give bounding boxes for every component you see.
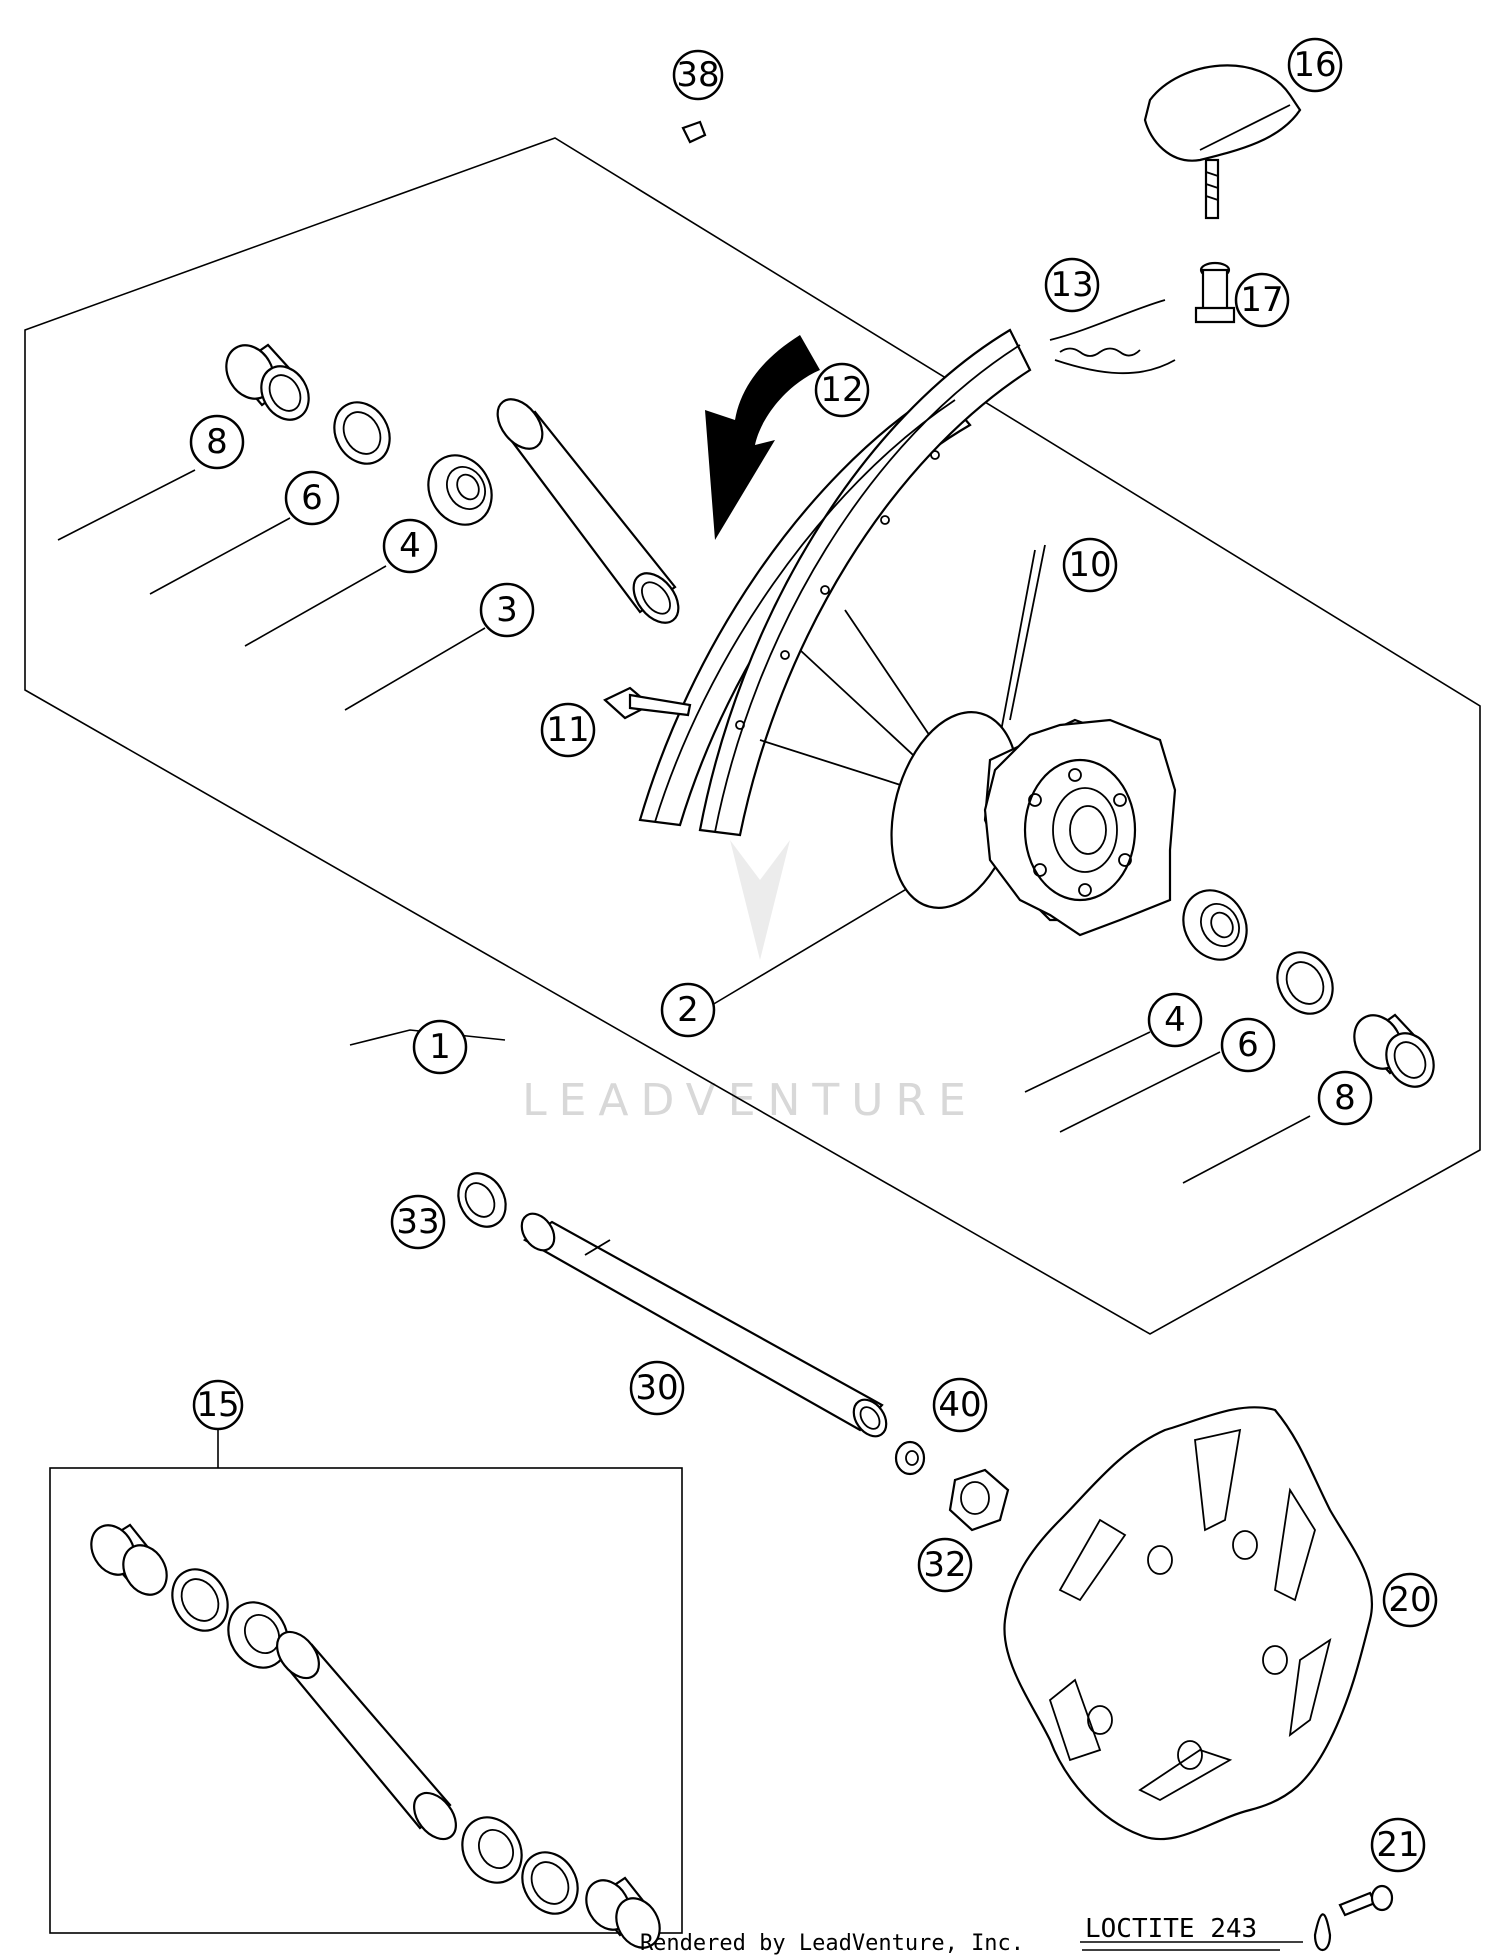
svg-text:6: 6 xyxy=(1237,1025,1259,1065)
callout-10: 10 xyxy=(1062,537,1118,593)
callout-12: 12 xyxy=(814,362,870,418)
seal-6-left xyxy=(333,401,391,465)
svg-text:40: 40 xyxy=(938,1385,981,1425)
callout-6-right: 6 xyxy=(1220,1017,1276,1073)
callout-4-right: 4 xyxy=(1147,992,1203,1048)
bearing-kit-outline xyxy=(49,1467,683,1934)
svg-text:20: 20 xyxy=(1388,1580,1431,1620)
rim-lock-16 xyxy=(1143,64,1302,220)
seal-33 xyxy=(457,1172,507,1228)
svg-text:4: 4 xyxy=(1164,1000,1186,1040)
loctite-drop-icon xyxy=(1313,1913,1332,1952)
svg-text:2: 2 xyxy=(677,990,699,1030)
svg-text:3: 3 xyxy=(496,590,518,630)
callout-38: 38 xyxy=(672,49,724,101)
bearing-4-left xyxy=(427,454,493,526)
bolt-21 xyxy=(1338,1884,1394,1917)
svg-text:11: 11 xyxy=(546,710,589,750)
svg-text:30: 30 xyxy=(635,1368,678,1408)
callout-33: 33 xyxy=(390,1194,446,1250)
svg-text:6: 6 xyxy=(301,478,323,518)
brake-disc-20 xyxy=(1003,1406,1373,1841)
callout-32: 32 xyxy=(917,1537,973,1593)
callout-8-left: 8 xyxy=(189,414,245,470)
callout-40: 40 xyxy=(932,1377,988,1433)
svg-text:13: 13 xyxy=(1050,265,1093,305)
svg-text:4: 4 xyxy=(399,526,421,566)
spoke-nipple-11 xyxy=(603,686,692,720)
callout-21: 21 xyxy=(1370,1817,1426,1873)
spacer-8-right xyxy=(1353,1013,1435,1088)
svg-text:38: 38 xyxy=(676,55,719,95)
leader-lines xyxy=(57,469,1311,1184)
svg-text:8: 8 xyxy=(1334,1078,1356,1118)
svg-text:12: 12 xyxy=(820,370,863,410)
spacer-tube-3 xyxy=(496,398,680,624)
svg-text:16: 16 xyxy=(1293,45,1336,85)
axle-30 xyxy=(520,1212,888,1438)
callout-11: 11 xyxy=(540,702,596,758)
callout-16: 16 xyxy=(1287,37,1343,93)
callout-6-left: 6 xyxy=(284,470,340,526)
nut-17 xyxy=(1194,261,1236,324)
spacer-8-left xyxy=(225,343,310,421)
bearing-kit-15 xyxy=(90,1523,661,1949)
callout-30: 30 xyxy=(629,1360,685,1416)
svg-text:8: 8 xyxy=(206,422,228,462)
rim-tape-13 xyxy=(1049,299,1176,375)
callout-17: 17 xyxy=(1234,272,1290,328)
bearing-4-right xyxy=(1182,889,1248,961)
watermark-text: LEADVENTURE xyxy=(522,1075,978,1126)
svg-text:1: 1 xyxy=(429,1027,451,1067)
svg-text:32: 32 xyxy=(923,1545,966,1585)
callout-3: 3 xyxy=(479,582,535,638)
rim-12 xyxy=(638,328,1032,837)
svg-text:33: 33 xyxy=(396,1202,439,1242)
watermark: LEADVENTURE xyxy=(522,840,978,1126)
svg-text:10: 10 xyxy=(1068,545,1111,585)
callout-4-left: 4 xyxy=(382,518,438,574)
wheel-assembly-outline xyxy=(24,137,1481,1335)
callout-15: 15 xyxy=(192,1379,244,1431)
loctite-note: LOCTITE 243 xyxy=(1085,1914,1257,1944)
washer-40 xyxy=(894,1440,926,1476)
svg-text:21: 21 xyxy=(1376,1825,1419,1865)
callout-1: 1 xyxy=(412,1019,468,1075)
valve-cap-38 xyxy=(681,120,707,144)
direction-arrow xyxy=(705,335,820,540)
callout-20: 20 xyxy=(1382,1572,1438,1628)
callout-13: 13 xyxy=(1044,257,1100,313)
svg-text:15: 15 xyxy=(196,1385,239,1425)
nut-32 xyxy=(948,1468,1010,1532)
svg-text:17: 17 xyxy=(1240,280,1283,320)
callout-8-right: 8 xyxy=(1317,1070,1373,1126)
footer-credit: Rendered by LeadVenture, Inc. xyxy=(640,1931,1024,1956)
seal-6-right xyxy=(1276,951,1334,1015)
callout-2: 2 xyxy=(660,982,716,1038)
hub-2 xyxy=(890,711,1177,937)
